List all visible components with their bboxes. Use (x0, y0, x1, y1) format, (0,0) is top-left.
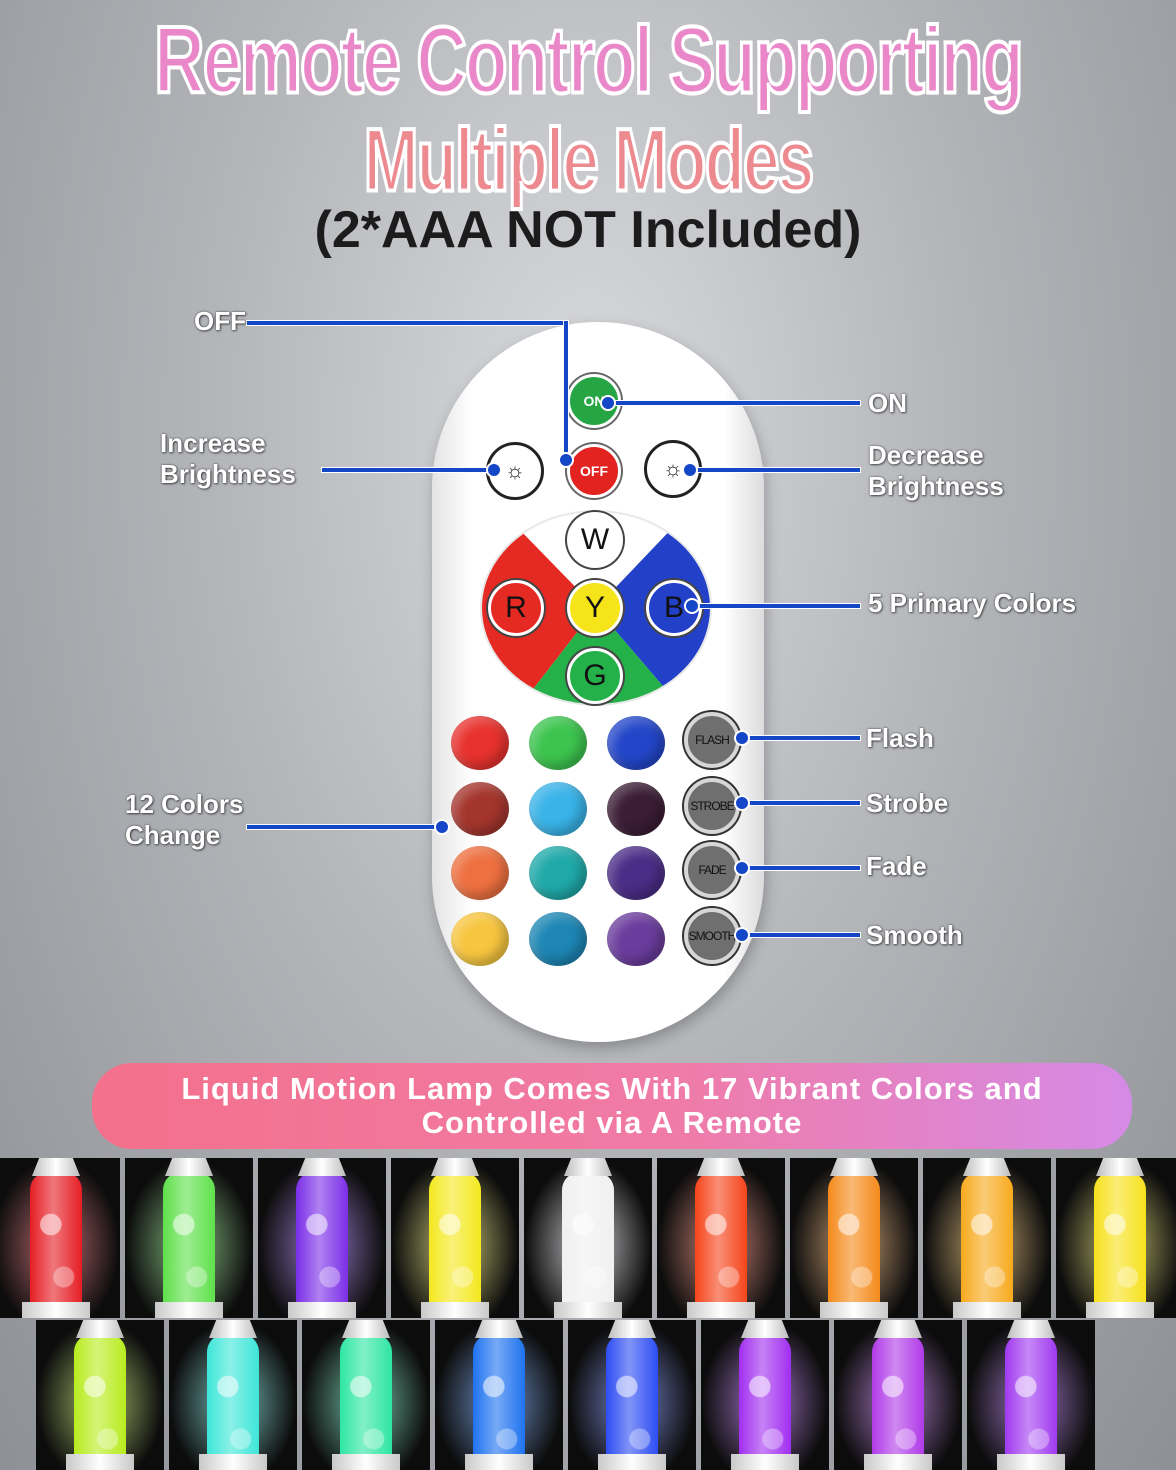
callout-dot-smooth (734, 927, 750, 943)
lamp-image (923, 1158, 1051, 1318)
lamp-image (524, 1158, 652, 1318)
callout-line-strobe (740, 801, 860, 805)
color-button-sky[interactable] (529, 782, 587, 836)
color-button-blue[interactable] (607, 716, 665, 770)
callout-dot-fade (734, 860, 750, 876)
off-button[interactable]: OFF (567, 444, 621, 498)
label-increase-line-1: Increase (160, 428, 266, 458)
lamp-image (568, 1320, 696, 1470)
feature-banner: Liquid Motion Lamp Comes With 17 Vibrant… (92, 1063, 1132, 1149)
strobe-button[interactable]: STROBE (684, 778, 740, 834)
subtitle: (2*AAA NOT Included) (314, 201, 862, 259)
callout-line-decrease (690, 468, 860, 472)
callout-dot-flash (734, 730, 750, 746)
red-button[interactable]: R (488, 580, 544, 636)
label-primary-colors: 5 Primary Colors (868, 588, 1077, 618)
color-button-red[interactable] (451, 716, 509, 770)
lamp-image (701, 1320, 829, 1470)
lamp-image (36, 1320, 164, 1470)
callout-line-flash (740, 736, 860, 740)
callout-line-increase (322, 468, 494, 472)
label-fade: Fade (866, 851, 927, 881)
lamp-image (657, 1158, 785, 1318)
yellow-button[interactable]: Y (567, 580, 623, 636)
green-button[interactable]: G (567, 648, 623, 704)
lamp-row-1 (0, 1158, 1176, 1318)
label-12-colors-line-1: 12 Colors (125, 789, 244, 819)
color-button-teal[interactable] (529, 846, 587, 900)
lamp-image (258, 1158, 386, 1318)
decrease-brightness-button[interactable]: ☼ (644, 440, 702, 498)
label-smooth: Smooth (866, 920, 963, 950)
lamp-image (391, 1158, 519, 1318)
callout-line-on (606, 401, 860, 405)
lamp-image (967, 1320, 1095, 1470)
callout-line-fade (740, 866, 860, 870)
callout-dot-decrease (682, 462, 698, 478)
callout-dot-off (558, 452, 574, 468)
label-increase-line-2: Brightness (160, 459, 296, 489)
callout-line-primary (690, 604, 860, 608)
remote-control: ON OFF ☼ ☼ W R Y B G (432, 322, 764, 1042)
lamp-image (302, 1320, 430, 1470)
title-line-2: Multiple Modes (362, 107, 816, 211)
label-strobe: Strobe (866, 788, 949, 818)
lamp-image (0, 1158, 120, 1318)
label-12-colors: 12 Colors Change (125, 789, 244, 851)
label-flash: Flash (866, 723, 934, 753)
callout-dot-strobe (734, 795, 750, 811)
color-button-indigo[interactable] (607, 846, 665, 900)
color-button-violet[interactable] (607, 912, 665, 966)
callout-dot-colors (434, 819, 450, 835)
flash-button[interactable]: FLASH (684, 712, 740, 768)
banner-line-1: Liquid Motion Lamp Comes With 17 Vibrant… (181, 1071, 1043, 1106)
white-button[interactable]: W (567, 512, 623, 568)
callout-line-off-v (564, 321, 568, 459)
color-button-green[interactable] (529, 716, 587, 770)
lamp-image (790, 1158, 918, 1318)
title-line-1: Remote Control Supporting (153, 5, 1026, 114)
callout-line-off-h (247, 321, 568, 325)
lamp-image (435, 1320, 563, 1470)
label-decrease-line-2: Brightness (868, 471, 1004, 501)
callout-dot-increase (486, 462, 502, 478)
label-decrease-line-1: Decrease (868, 440, 984, 470)
callout-dot-on (600, 395, 616, 411)
smooth-button[interactable]: SMOOTH (684, 908, 740, 964)
label-on: ON (868, 388, 907, 418)
brightness-up-icon: ☼ (504, 458, 526, 483)
label-decrease-brightness: Decrease Brightness (868, 440, 1004, 502)
fade-button[interactable]: FADE (684, 842, 740, 898)
color-button-orange[interactable] (451, 846, 509, 900)
label-12-colors-line-2: Change (125, 820, 221, 850)
lamp-row-2 (0, 1320, 1176, 1470)
lamp-image (169, 1320, 297, 1470)
label-increase-brightness: Increase Brightness (160, 428, 296, 490)
banner-line-2: Controlled via A Remote (421, 1105, 803, 1140)
callout-dot-primary (684, 598, 700, 614)
lamp-image (834, 1320, 962, 1470)
color-button-brick[interactable] (451, 782, 509, 836)
label-off: OFF (194, 306, 246, 336)
brightness-down-icon: ☼ (662, 456, 684, 481)
callout-line-colors (247, 825, 442, 829)
callout-line-smooth (740, 933, 860, 937)
color-button-ocean[interactable] (529, 912, 587, 966)
color-button-plum[interactable] (607, 782, 665, 836)
lamp-image (1056, 1158, 1176, 1318)
lamp-image (125, 1158, 253, 1318)
color-button-yellow[interactable] (451, 912, 509, 966)
